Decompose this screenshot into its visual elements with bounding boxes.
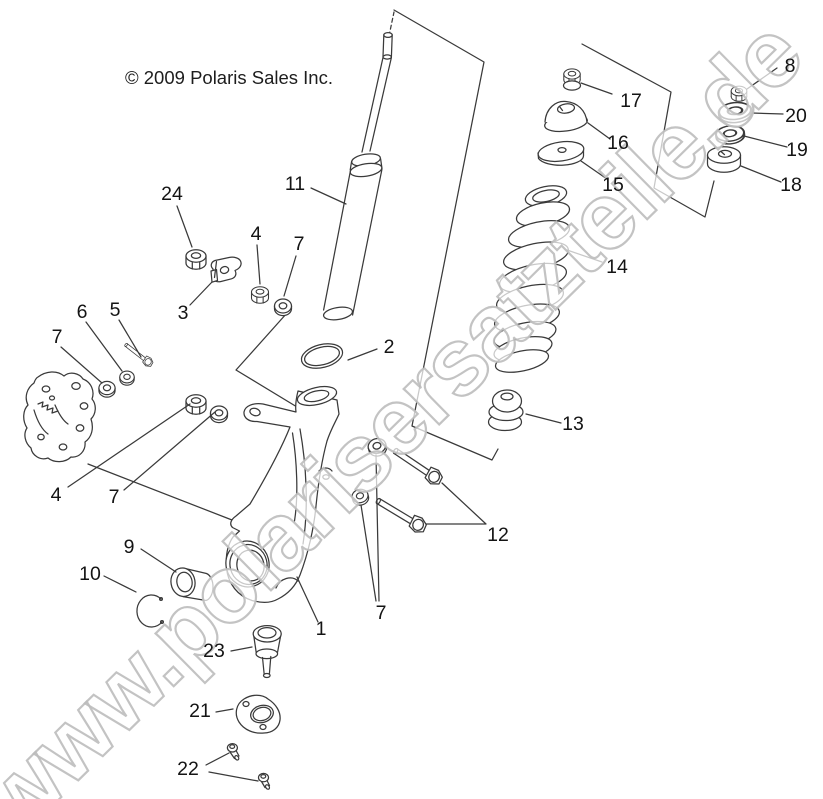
part-spacer-18 bbox=[706, 146, 742, 173]
callout-4-top: 4 bbox=[251, 223, 262, 245]
callout-7-left: 7 bbox=[52, 326, 63, 348]
leader-line bbox=[751, 112, 784, 115]
callout-9: 9 bbox=[124, 536, 135, 558]
callout-7-washers: 7 bbox=[376, 602, 387, 624]
callout-16: 16 bbox=[607, 132, 629, 154]
callout-23: 23 bbox=[203, 640, 225, 662]
part-nut-6 bbox=[119, 370, 135, 386]
axis-band-left bbox=[393, 9, 499, 461]
leader-line bbox=[189, 281, 213, 306]
leader-line bbox=[60, 346, 103, 384]
leader-line bbox=[230, 646, 253, 652]
part-screw-22-a bbox=[226, 742, 240, 761]
callout-12: 12 bbox=[487, 524, 509, 546]
leader-line bbox=[360, 454, 380, 602]
callout-2: 2 bbox=[384, 336, 395, 358]
part-steering-knuckle bbox=[225, 385, 340, 603]
leader-line bbox=[525, 413, 562, 424]
part-washer-7-top bbox=[273, 298, 293, 317]
part-clamp-3 bbox=[210, 256, 242, 283]
part-bolt-5 bbox=[122, 340, 156, 369]
leader-line bbox=[347, 348, 378, 361]
leader-line bbox=[746, 67, 778, 90]
callout-18: 18 bbox=[780, 174, 802, 196]
callout-10: 10 bbox=[79, 563, 101, 585]
callout-20: 20 bbox=[785, 105, 807, 127]
part-strut-shock bbox=[322, 31, 393, 321]
part-screw-22-b bbox=[257, 772, 271, 790]
leader-line bbox=[140, 548, 177, 573]
part-bushing-9 bbox=[170, 567, 214, 602]
part-upper-cup-16 bbox=[544, 100, 588, 133]
callout-19: 19 bbox=[786, 139, 808, 161]
leader-line bbox=[103, 575, 137, 593]
axis-dash bbox=[388, 11, 395, 37]
leader-line bbox=[215, 708, 234, 713]
part-washer-7-left bbox=[98, 380, 116, 398]
copyright-text: © 2009 Polaris Sales Inc. bbox=[125, 67, 333, 88]
leader-line bbox=[566, 249, 603, 263]
callout-8: 8 bbox=[785, 55, 796, 77]
leader-line bbox=[740, 165, 782, 183]
callout-5: 5 bbox=[110, 299, 121, 321]
callout-15: 15 bbox=[602, 174, 624, 196]
part-lower-cup-15 bbox=[537, 140, 585, 166]
part-bump-stop bbox=[487, 389, 524, 432]
leader-line bbox=[67, 403, 191, 488]
callout-13: 13 bbox=[562, 413, 584, 435]
leader-line bbox=[580, 82, 613, 95]
callout-7-top: 7 bbox=[294, 233, 305, 255]
callout-22: 22 bbox=[177, 758, 199, 780]
leader-line bbox=[425, 482, 487, 525]
callout-4-lower: 4 bbox=[51, 484, 62, 506]
part-brake-caliper bbox=[23, 371, 96, 463]
part-snap-ring-10 bbox=[136, 594, 165, 628]
part-coil-spring bbox=[493, 185, 571, 373]
callout-7-lower: 7 bbox=[109, 486, 120, 508]
leader-line bbox=[205, 752, 259, 782]
part-top-nut-17 bbox=[562, 68, 582, 91]
leader-line bbox=[118, 319, 142, 358]
leader-line bbox=[283, 255, 297, 297]
leader-line bbox=[580, 160, 608, 180]
callout-6: 6 bbox=[77, 301, 88, 323]
callout-1: 1 bbox=[316, 618, 327, 640]
leader-line bbox=[743, 135, 788, 148]
part-seal-ring-2 bbox=[300, 343, 344, 369]
leader-lines bbox=[60, 67, 788, 782]
part-plate-21 bbox=[235, 694, 281, 734]
leader-line bbox=[310, 187, 347, 205]
part-nut-24 bbox=[185, 249, 207, 270]
part-nut-4-top bbox=[250, 286, 270, 304]
callout-17: 17 bbox=[620, 90, 642, 112]
caliper-mount-line bbox=[87, 463, 233, 521]
leader-line bbox=[256, 244, 261, 285]
leader-line bbox=[123, 411, 216, 491]
part-ball-joint-23 bbox=[252, 624, 282, 679]
leader-line bbox=[587, 122, 611, 140]
leader-line bbox=[85, 321, 123, 372]
callout-3: 3 bbox=[178, 302, 189, 324]
callout-24: 24 bbox=[161, 183, 183, 205]
callout-21: 21 bbox=[189, 700, 211, 722]
callout-14: 14 bbox=[606, 256, 628, 278]
leader-line bbox=[176, 205, 193, 248]
leader-line bbox=[296, 576, 319, 623]
axis-band-right bbox=[581, 43, 715, 218]
callout-11: 11 bbox=[285, 173, 305, 195]
